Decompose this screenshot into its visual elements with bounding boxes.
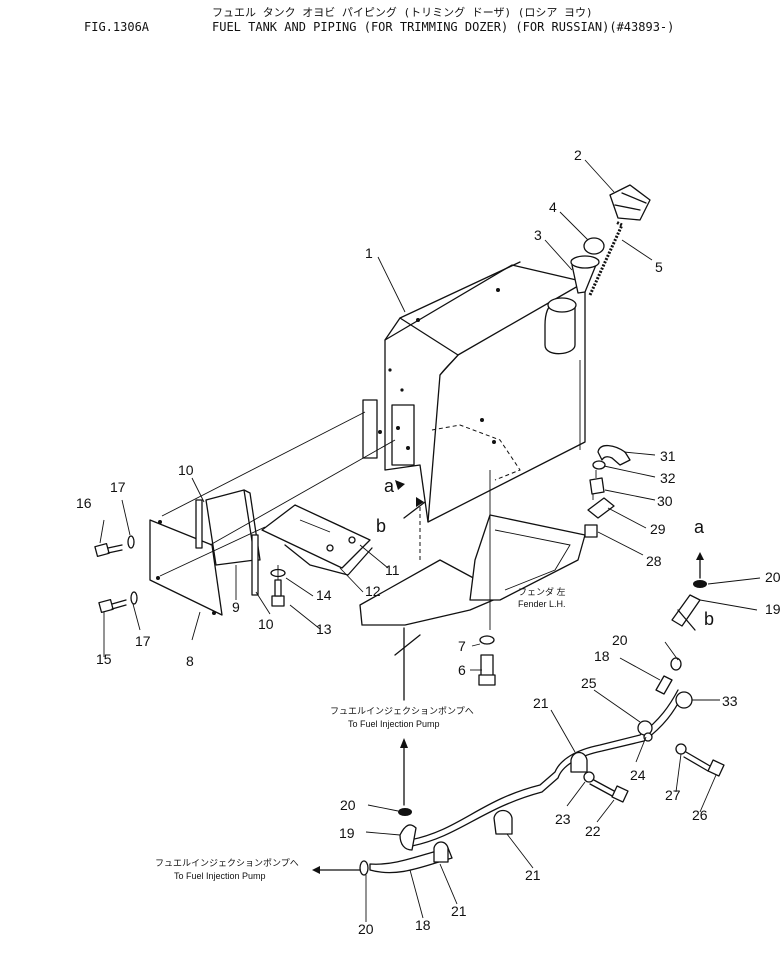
callout-20-bottom: 20	[358, 921, 374, 937]
title-english: FUEL TANK AND PIPING (FOR TRIMMING DOZER…	[212, 20, 675, 34]
fender	[359, 500, 586, 626]
callout-29: 29	[650, 521, 666, 537]
callout-5: 5	[655, 259, 663, 275]
filler-cap	[609, 184, 651, 221]
washer	[479, 635, 495, 645]
callout-27: 27	[665, 787, 681, 803]
callout-1: 1	[365, 245, 373, 261]
fuel-tank	[362, 261, 586, 523]
callout-17-lower: 17	[135, 633, 151, 649]
callout-13: 13	[316, 621, 332, 637]
callout-16: 16	[76, 495, 92, 511]
callout-20-left: 20	[340, 797, 356, 813]
callout-3: 3	[534, 227, 542, 243]
callout-28: 28	[646, 553, 662, 569]
fender-label-jp: フェンダ 左	[518, 586, 566, 597]
fender-label-en: Fender L.H.	[518, 599, 566, 609]
callout-numbers: 1 2 3 4 5 6 7 8 9 10 10 11 12 13 14 15 1…	[76, 147, 781, 937]
strainer	[570, 255, 600, 294]
callout-4: 4	[549, 199, 557, 215]
mounting-bracket	[261, 504, 373, 576]
callout-20-right: 20	[765, 569, 781, 585]
pipe-clamp	[433, 691, 693, 863]
callout-10-upper: 10	[178, 462, 194, 478]
connector-b-pipe: b	[704, 609, 714, 629]
pump-note-upper-jp: フュエルインジェクションポンプへ	[330, 706, 474, 716]
callout-23: 23	[555, 811, 571, 827]
fuel-hose	[369, 594, 701, 874]
bolt	[478, 654, 496, 686]
callout-31: 31	[660, 448, 676, 464]
notes: フェンダ 左 Fender L.H. フュエルインジェクションポンプへ To F…	[155, 586, 566, 881]
callout-9: 9	[232, 599, 240, 615]
gasket	[359, 580, 707, 876]
callout-8: 8	[186, 653, 194, 669]
bolt	[271, 579, 285, 607]
callout-21-lower: 21	[451, 903, 467, 919]
callout-18-lower: 18	[415, 917, 431, 933]
nut	[583, 732, 687, 783]
callout-10-lower: 10	[258, 616, 274, 632]
connector-b-tank: b	[376, 516, 386, 536]
drain-valve	[584, 444, 631, 538]
callout-22: 22	[585, 823, 601, 839]
callout-15: 15	[96, 651, 112, 667]
bolt	[98, 598, 127, 614]
callout-18-upper: 18	[594, 648, 610, 664]
callout-12: 12	[365, 583, 381, 599]
washer	[127, 535, 138, 605]
callout-19-upper: 19	[765, 601, 781, 617]
bolt	[94, 542, 123, 558]
arrowhead-icon	[312, 480, 704, 874]
connection-letters: a b a b	[376, 476, 714, 629]
callout-6: 6	[458, 662, 466, 678]
rubber-strip	[195, 499, 259, 596]
figure-id: FIG.1306A	[84, 20, 150, 34]
callout-25: 25	[581, 675, 597, 691]
callout-21-mid: 21	[525, 867, 541, 883]
callout-33: 33	[722, 693, 738, 709]
callout-2: 2	[574, 147, 582, 163]
callout-19-lower: 19	[339, 825, 355, 841]
connector-a-pipe: a	[694, 517, 705, 537]
assembly-lines	[159, 360, 597, 630]
pump-note-upper-en: To Fuel Injection Pump	[348, 719, 440, 729]
fuel-pipe	[409, 689, 683, 847]
pump-note-lower-en: To Fuel Injection Pump	[174, 871, 266, 881]
pump-note-lower-jp: フュエルインジェクションポンプへ	[155, 858, 299, 868]
callout-7: 7	[458, 638, 466, 654]
cover-plate	[149, 519, 223, 616]
arrow-icon	[317, 501, 701, 871]
clamp-bolt	[589, 751, 725, 803]
callout-24: 24	[630, 767, 646, 783]
leader-lines	[99, 159, 761, 922]
connector-a-tank: a	[384, 476, 395, 496]
title-japanese: フュエル タンク オヨビ パイピング (トリミング ドーザ) (ロシア ヨウ)	[212, 6, 593, 19]
callout-32: 32	[660, 470, 676, 486]
callout-30: 30	[657, 493, 673, 509]
callout-14: 14	[316, 587, 332, 603]
o-ring	[583, 237, 605, 255]
callout-11: 11	[385, 562, 400, 578]
cap-chain	[588, 220, 624, 296]
callout-21-upper: 21	[533, 695, 549, 711]
callout-20-mid: 20	[612, 632, 628, 648]
callout-26: 26	[692, 807, 708, 823]
callout-17-upper: 17	[110, 479, 126, 495]
